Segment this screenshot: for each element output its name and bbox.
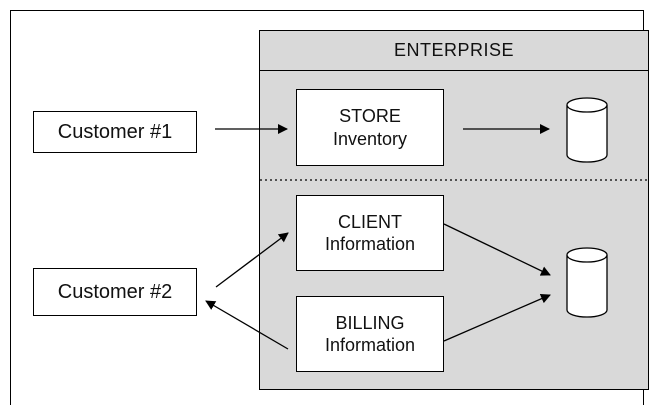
customer-2-label: Customer #2 (57, 280, 173, 303)
store-inventory-box: STORE Inventory (296, 89, 444, 166)
client-information-box: CLIENT Information (296, 195, 444, 271)
inventory-label: Inventory (332, 128, 408, 149)
customer-1-label: Customer #1 (57, 120, 173, 143)
billing-information-label: Information (324, 335, 416, 355)
client-information-label: Information (324, 234, 416, 254)
billing-label: BILLING (335, 312, 405, 333)
billing-information-box: BILLING Information (296, 296, 444, 372)
enterprise-title: ENTERPRISE (260, 31, 648, 71)
customer-2-box: Customer #2 (33, 268, 197, 316)
customer-1-box: Customer #1 (33, 111, 197, 153)
store-label: STORE (339, 106, 401, 126)
client-label: CLIENT (337, 211, 402, 232)
